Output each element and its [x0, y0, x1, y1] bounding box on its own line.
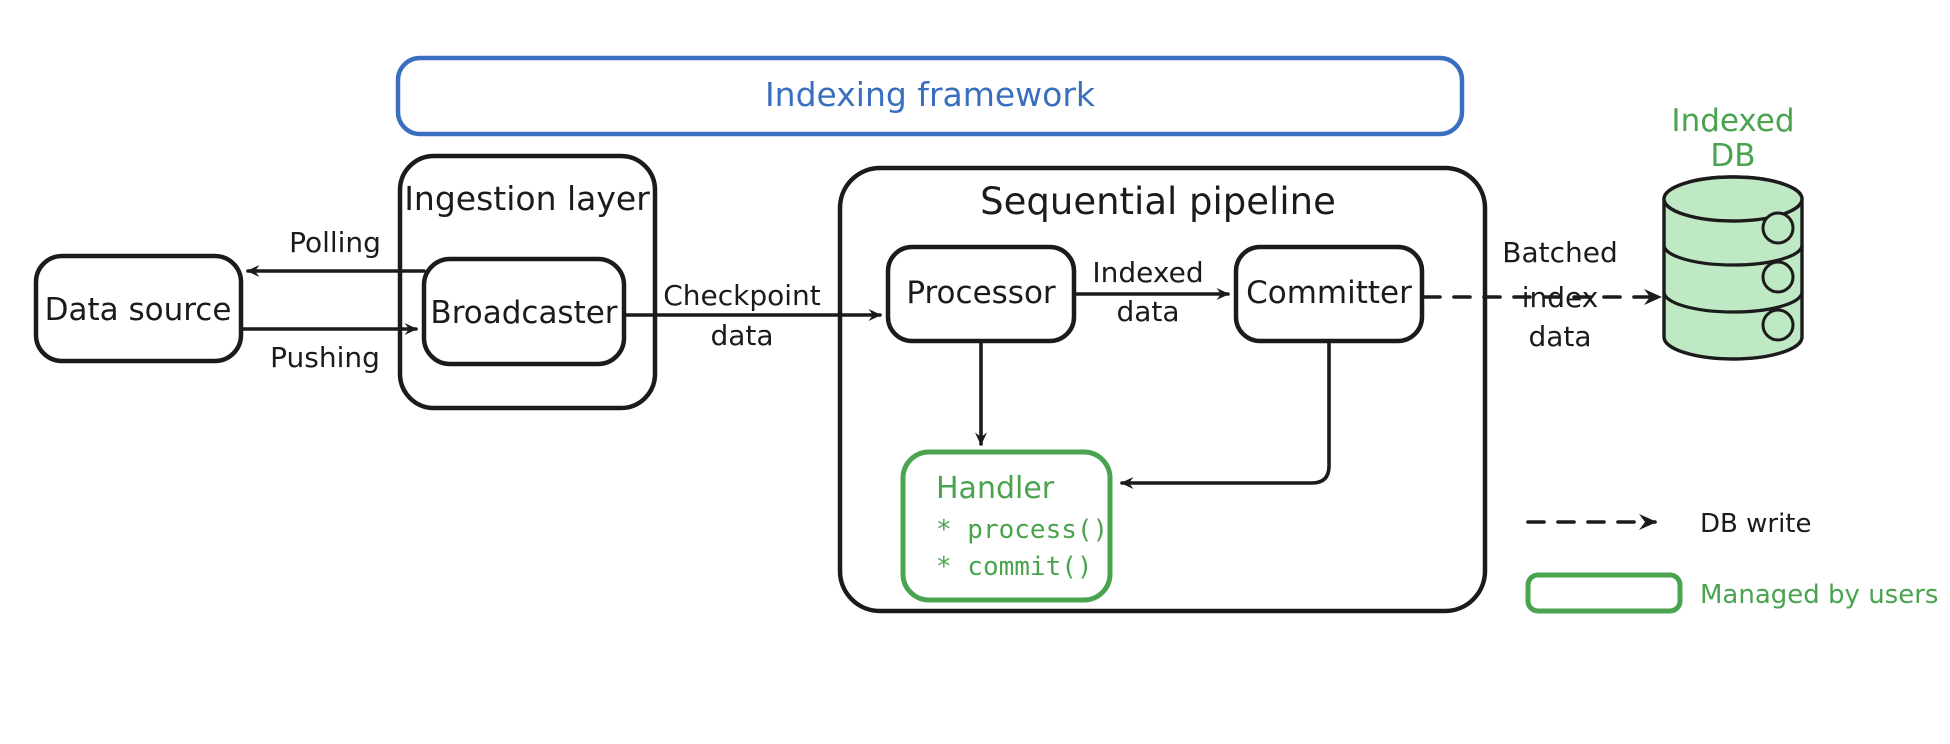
- batched-index-data-label-line3: data: [1528, 320, 1591, 353]
- indexing-framework-label: Indexing framework: [765, 75, 1096, 114]
- checkpoint-data-label-line2: data: [710, 319, 773, 352]
- processor-label: Processor: [906, 275, 1056, 311]
- sequential-pipeline-label: Sequential pipeline: [980, 180, 1336, 223]
- database-cylinder-icon: [1662, 175, 1804, 361]
- committer-label: Committer: [1246, 275, 1412, 311]
- polling-label: Polling: [289, 226, 381, 259]
- legend-item-managed-by-users: Managed by users: [1525, 572, 1938, 614]
- edge-committer-to-handler: [1120, 339, 1331, 489]
- edge-batched-index-data: Batched index data: [1422, 236, 1662, 353]
- legend-managed-by-users-label: Managed by users: [1700, 580, 1938, 610]
- edge-checkpoint-data: Checkpoint data: [622, 279, 882, 352]
- edge-pushing: Pushing: [239, 323, 418, 374]
- handler-method-process: * process(): [936, 515, 1108, 545]
- edge-indexed-data: Indexed data: [1072, 256, 1230, 328]
- node-handler: Handler * process() * commit(): [900, 449, 1113, 603]
- ingestion-layer-label: Ingestion layer: [404, 179, 650, 218]
- indexing-framework-banner: Indexing framework: [395, 55, 1465, 137]
- handler-method-commit: * commit(): [936, 552, 1093, 582]
- ingestion-layer-container: Ingestion layer: [397, 153, 658, 411]
- legend: DB write Managed by users: [1525, 509, 1938, 614]
- db-indicator-dot-2: [1761, 260, 1795, 294]
- node-data-source: Data source: [33, 253, 244, 364]
- legend-db-write-label: DB write: [1700, 509, 1812, 539]
- node-committer: Committer: [1233, 244, 1425, 344]
- db-indicator-dot-1: [1761, 211, 1795, 245]
- handler-title: Handler: [936, 471, 1055, 506]
- broadcaster-label: Broadcaster: [430, 295, 617, 331]
- indexed-db-label-line2: DB: [1710, 138, 1755, 174]
- edge-polling: Polling: [246, 226, 426, 277]
- indexed-data-label-line2: data: [1116, 295, 1179, 328]
- green-rounded-box-icon: [1525, 572, 1683, 614]
- indexed-db-label-line1: Indexed: [1671, 103, 1794, 139]
- data-source-label: Data source: [45, 292, 232, 328]
- sequential-pipeline-container: Sequential pipeline: [837, 165, 1488, 614]
- node-indexed-db: Indexed DB: [1662, 103, 1804, 361]
- pushing-label: Pushing: [270, 341, 380, 374]
- node-processor: Processor: [885, 244, 1077, 344]
- legend-item-db-write: DB write: [1526, 509, 1812, 539]
- db-indicator-dot-3: [1761, 308, 1795, 342]
- batched-index-data-label-line2: index: [1522, 281, 1599, 314]
- checkpoint-data-label-line1: Checkpoint: [663, 279, 821, 312]
- batched-index-data-label-line1: Batched: [1502, 236, 1618, 269]
- node-broadcaster: Broadcaster: [421, 256, 627, 367]
- indexed-data-label-line1: Indexed: [1092, 256, 1203, 289]
